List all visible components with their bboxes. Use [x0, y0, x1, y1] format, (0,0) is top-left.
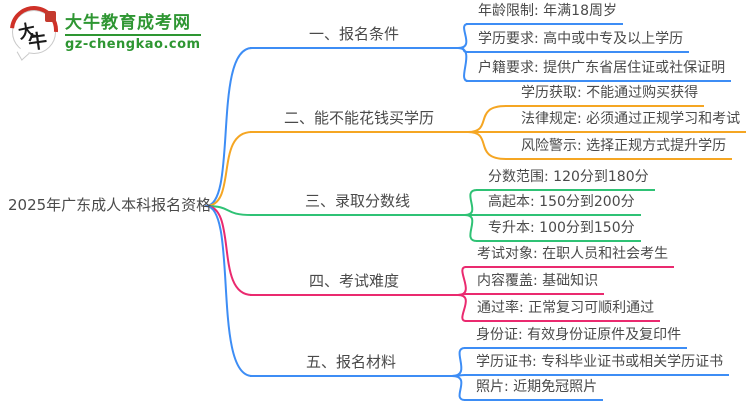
branch-4-node: 四、考试难度 — [250, 272, 458, 296]
connector-b5-c3 — [451, 375, 466, 401]
logo-character-2: 牛 — [26, 29, 49, 55]
branch-2-child-1: 学历获取: 不能通过购买获得 — [505, 85, 705, 107]
branch-1-child-2: 学历要求: 高中或中专及以上学历 — [466, 31, 690, 53]
branch-3-child-2: 高起本: 150分到200分 — [476, 194, 641, 216]
branch-3-node: 三、录取分数线 — [250, 192, 465, 216]
root-topic: 2025年广东成人本科报名资格 — [8, 196, 212, 214]
connector-b2-c1 — [467, 105, 507, 133]
connector-root-branch3 — [205, 205, 253, 216]
connector-b1-c3 — [457, 47, 469, 82]
logo-red-seal-icon — [45, 11, 56, 22]
branch-2-node: 二、能不能花钱买学历 — [250, 109, 468, 133]
branch-1-child-1: 年龄限制: 年满18周岁 — [466, 3, 623, 25]
logo-title: 大牛教育成考网 — [65, 12, 191, 33]
branch-2-child-2: 法律规定: 必须通过正规学习和考试 — [505, 111, 747, 133]
connector-root-branch5 — [205, 205, 253, 377]
connector-b1-c1 — [457, 23, 469, 49]
connector-root-branch2 — [205, 131, 253, 207]
connector-b4-c3 — [457, 294, 467, 322]
logo-text-block: 大牛教育成考网 gz-chengkao.com — [65, 13, 201, 52]
branch-3-child-3: 专升本: 100分到150分 — [476, 220, 641, 242]
logo-speech-bubble-icon: 大 牛 — [0, 0, 68, 64]
branch-1-node: 一、报名条件 — [250, 25, 458, 49]
connector-b3-c3 — [464, 214, 478, 242]
branch-5-child-3: 照片: 近期免冠照片 — [464, 379, 604, 401]
branch-3-child-1: 分数范围: 120分到180分 — [476, 169, 655, 191]
branch-4-child-2: 内容覆盖: 基础知识 — [465, 273, 605, 295]
site-logo[interactable]: 大 牛 大牛教育成考网 gz-chengkao.com — [0, 0, 201, 64]
branch-4-child-1: 考试对象: 在职人员和社会考生 — [465, 246, 675, 268]
connector-b2-c3 — [467, 131, 507, 160]
branch-2-child-3: 风险警示: 选择正规方式提升学历 — [505, 138, 733, 160]
logo-divider — [65, 33, 201, 36]
connector-root-branch4 — [205, 205, 253, 296]
branch-4-child-3: 通过率: 正常复习可顺利通过 — [465, 300, 661, 322]
branch-5-node: 五、报名材料 — [250, 353, 452, 377]
logo-domain: gz-chengkao.com — [65, 36, 201, 52]
branch-5-child-1: 身份证: 有效身份证原件及复印件 — [464, 327, 688, 349]
branch-1-child-3: 户籍要求: 提供广东省居住证或社保证明 — [466, 60, 732, 82]
connector-root-branch1 — [205, 47, 253, 207]
branch-5-child-2: 学历证书: 专科毕业证书或相关学历证书 — [464, 354, 730, 376]
